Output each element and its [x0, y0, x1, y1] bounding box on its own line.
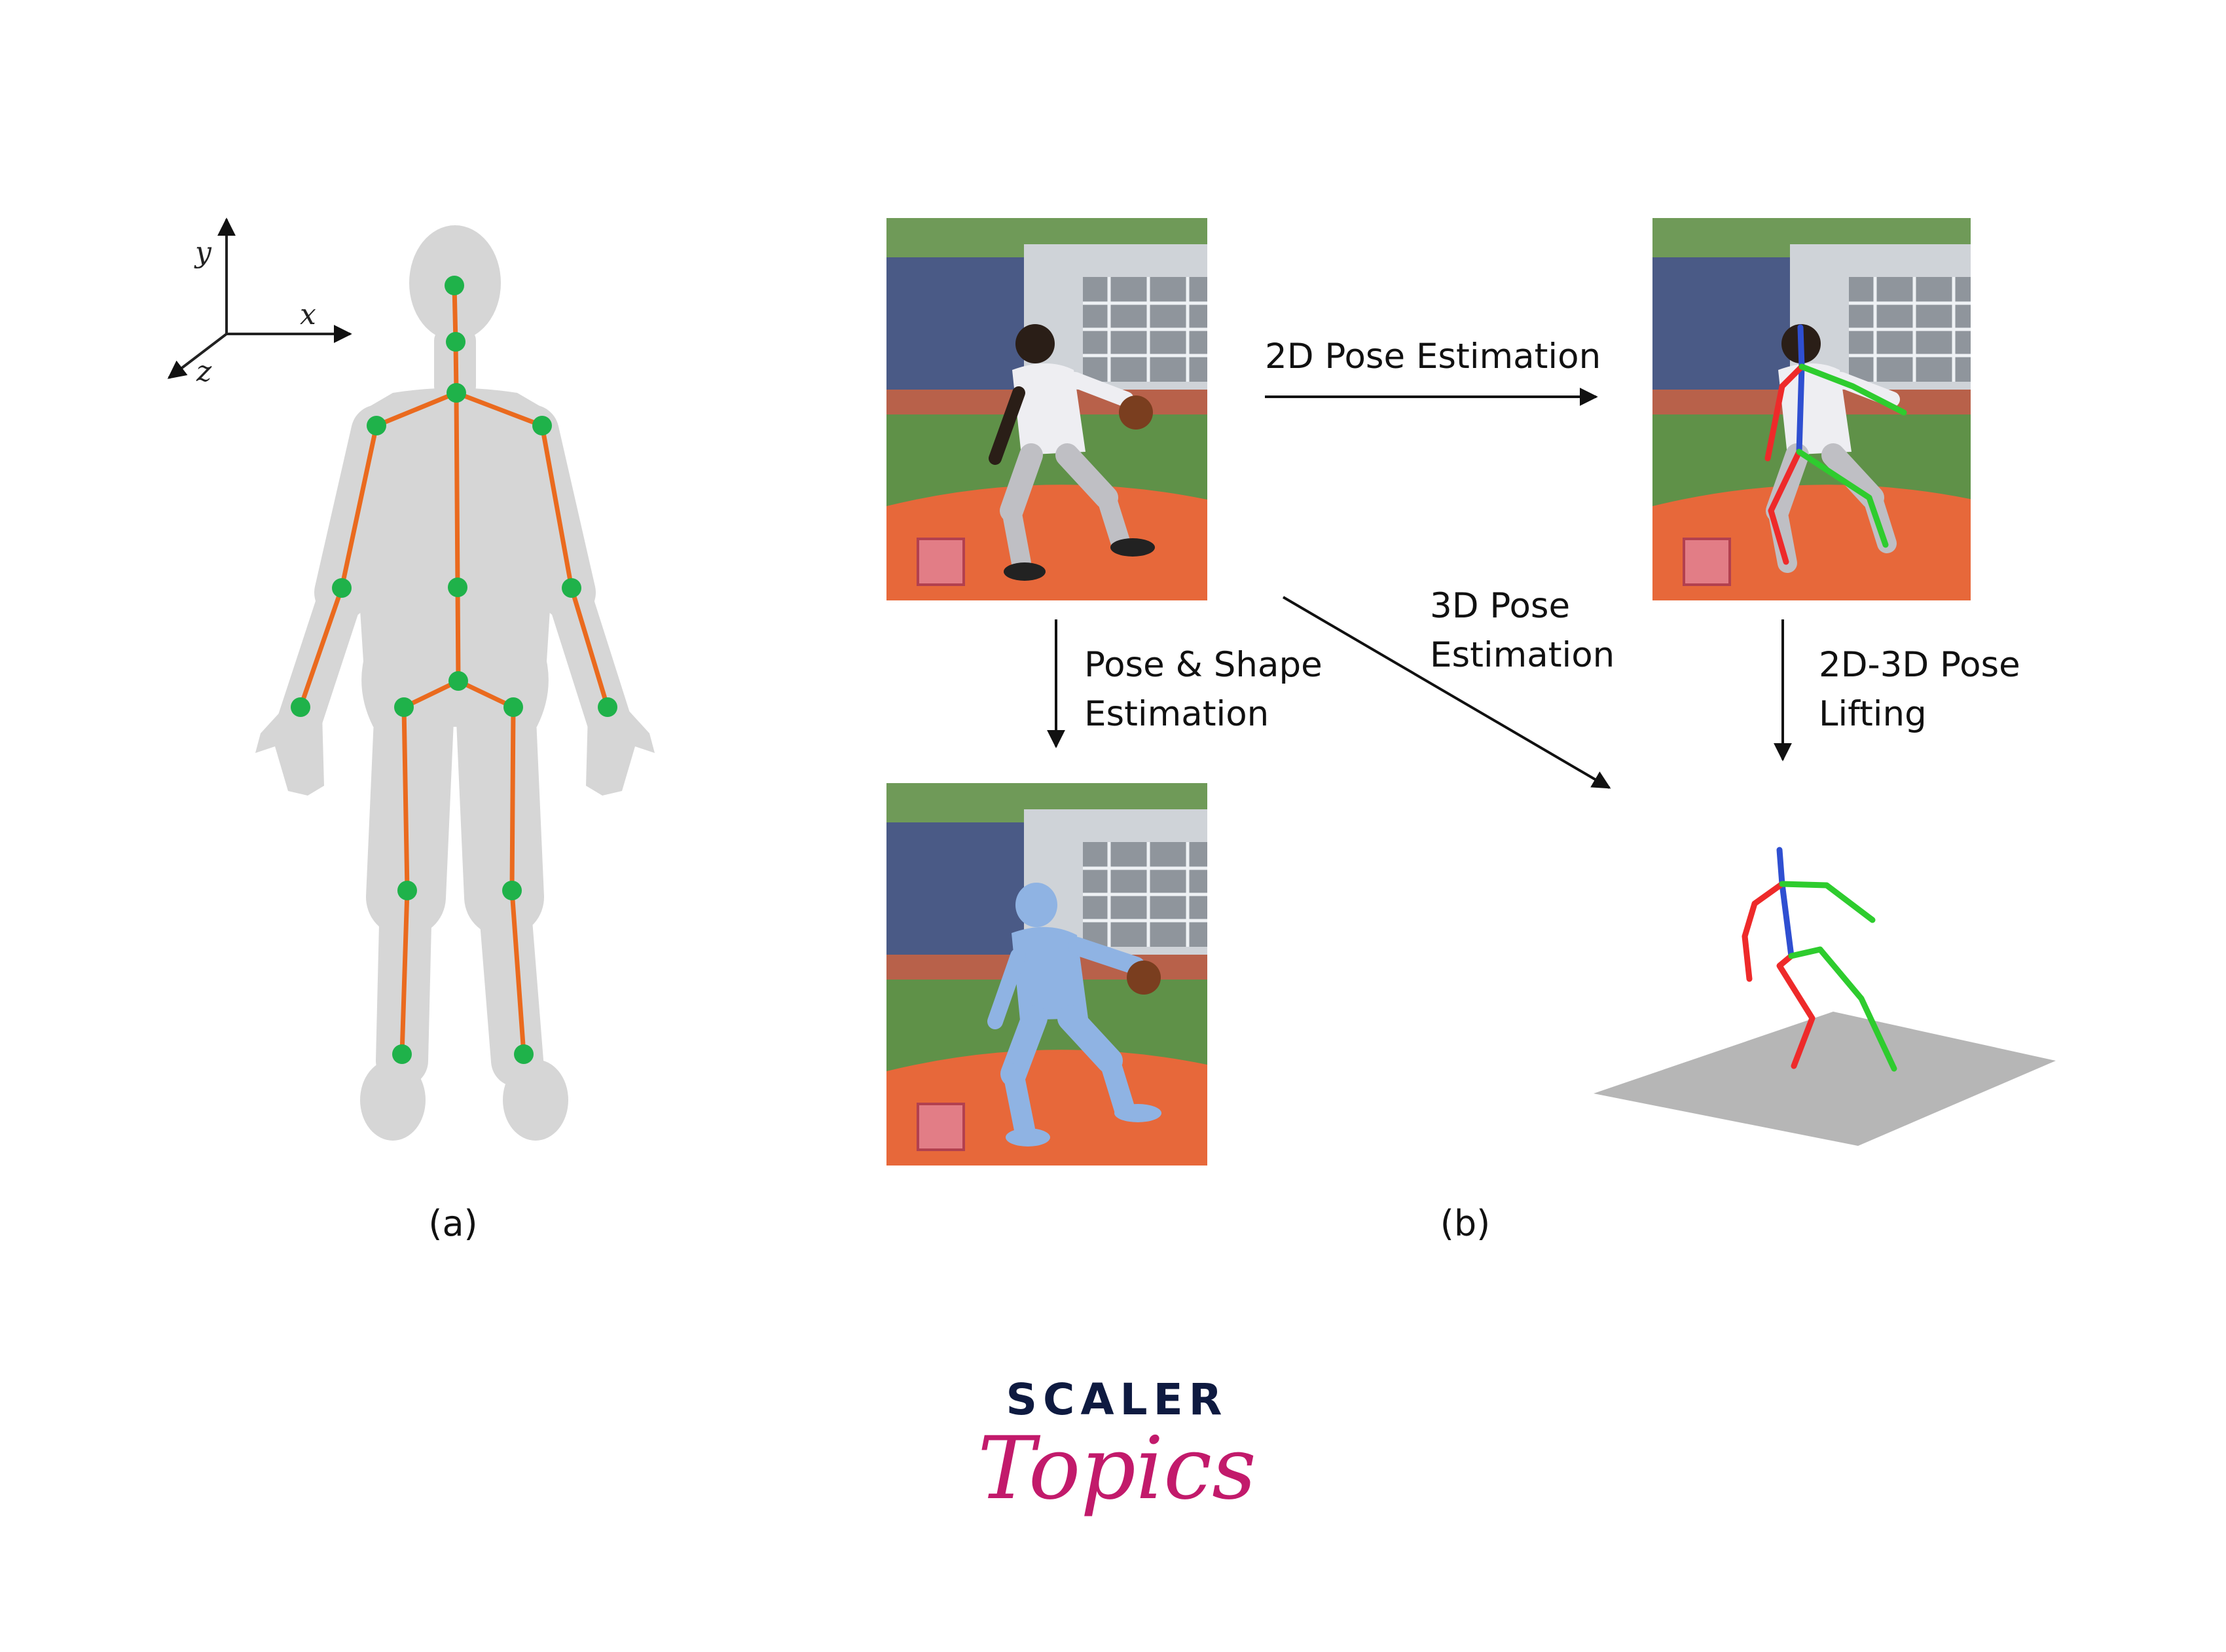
right-leg-bones	[456, 678, 526, 1057]
joint-neck	[446, 332, 465, 352]
skeleton-2d-right-leg	[1796, 449, 1889, 548]
right-shin	[478, 871, 543, 1087]
scaler-topics-logo: SCALER Topics	[977, 1374, 1256, 1519]
label-3d-pose-line2: Estimation	[1430, 635, 1615, 675]
joint-left-ankle	[392, 1044, 412, 1064]
joint-right-elbow	[562, 578, 581, 598]
right-arm-bones	[454, 390, 610, 710]
pitcher-figure	[989, 324, 1155, 581]
joint-pelvis	[448, 671, 468, 691]
skeleton-3d-left-arm	[1742, 881, 1785, 982]
right-thigh	[456, 680, 544, 937]
ground-plane	[1594, 1012, 2056, 1146]
skeleton-3d-left-leg	[1776, 953, 1815, 1069]
joint-thorax	[447, 383, 466, 403]
joint-right-knee	[502, 881, 522, 900]
caption-b: (b)	[1440, 1203, 1490, 1244]
right-forearm	[546, 570, 631, 743]
body-model-panel: y x z	[167, 217, 655, 1141]
left-arm-bones	[298, 390, 459, 710]
joint-left-wrist	[291, 697, 310, 717]
skeleton-3d-right-arm	[1779, 881, 1876, 923]
pose-shape-photo	[886, 783, 1207, 1166]
caption-a: (a)	[428, 1203, 477, 1244]
z-axis-label: z	[196, 355, 212, 388]
y-axis-label: y	[194, 236, 212, 269]
label-lifting-line1: 2D-3D Pose	[1819, 645, 2020, 685]
joint-left-elbow	[332, 578, 352, 598]
joint-right-ankle	[514, 1044, 534, 1064]
body-mesh	[987, 883, 1161, 1147]
joint-left-hip	[394, 697, 414, 717]
left-hand	[255, 710, 324, 796]
pose-2d-photo	[1652, 218, 1973, 600]
pipeline-arrows	[1047, 388, 1792, 789]
skeleton-2d-right-arm	[1798, 363, 1907, 416]
joint-right-shoulder	[532, 416, 552, 435]
joint-head	[445, 276, 464, 295]
pose-3d-result	[1594, 847, 2056, 1146]
joint-right-hip	[503, 697, 523, 717]
logo-scaler-text: SCALER	[1006, 1374, 1228, 1425]
skeleton-2d-left-leg	[1768, 449, 1802, 565]
skeleton-2d-spine	[1796, 324, 1805, 455]
joint-spine	[448, 578, 467, 597]
skeleton-3d-right-leg	[1788, 946, 1897, 1072]
joint-left-knee	[397, 881, 417, 900]
axis-triad: y x z	[167, 217, 352, 388]
label-pose-shape-line1: Pose & Shape	[1084, 645, 1323, 685]
z-axis-line	[167, 333, 228, 379]
x-axis-label: x	[300, 298, 316, 331]
skeleton-joints	[291, 276, 617, 1064]
label-lifting-line2: Lifting	[1819, 694, 1927, 734]
skeleton-bones	[298, 283, 610, 1057]
right-foot	[503, 1059, 568, 1141]
left-leg-bones	[399, 678, 461, 1057]
skeleton-3d-spine	[1776, 847, 1795, 959]
left-foot	[360, 1059, 426, 1141]
skeleton-2d-left-arm	[1764, 363, 1805, 462]
right-upper-arm	[504, 405, 596, 620]
right-hand	[586, 710, 655, 796]
label-3d-pose-line1: 3D Pose	[1430, 586, 1570, 626]
joint-left-shoulder	[367, 416, 386, 435]
arrow-3d-estimation	[1282, 596, 1611, 789]
logo-topics-text: Topics	[977, 1418, 1256, 1519]
overlay-2d-skeleton	[1764, 324, 1907, 565]
torso	[348, 388, 562, 727]
skeleton-3d	[1742, 847, 1897, 1072]
label-2d-pose-estimation: 2D Pose Estimation	[1265, 337, 1601, 376]
label-pose-shape-line2: Estimation	[1084, 694, 1269, 734]
input-photo	[886, 218, 1207, 600]
joint-right-wrist	[598, 697, 617, 717]
